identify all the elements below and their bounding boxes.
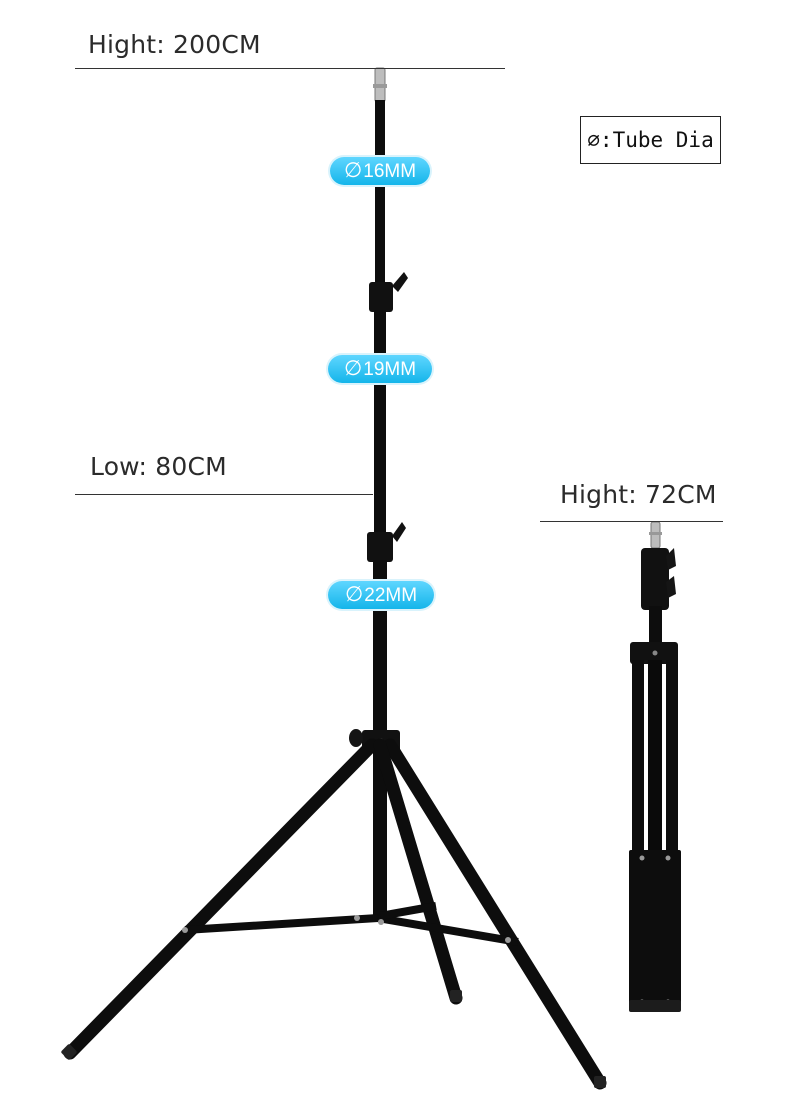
tube-diameter-badge-top: ∅16MM <box>330 157 430 185</box>
folded-height-rule <box>540 521 723 522</box>
max-height-label: Hight: 200CM <box>88 30 261 59</box>
diameter-symbol-icon: ∅ <box>343 159 363 182</box>
min-height-label: Low: 80CM <box>90 452 227 481</box>
diameter-symbol-icon: ∅ <box>344 583 364 606</box>
folded-light-stand <box>629 521 681 1012</box>
diameter-value: 19MM <box>363 359 417 380</box>
folded-height-label: Hight: 72CM <box>560 480 717 509</box>
max-height-rule <box>75 68 505 69</box>
diameter-value: 22MM <box>364 585 418 606</box>
tube-diameter-badge-middle: ∅19MM <box>328 355 432 383</box>
tube-diameter-badge-bottom: ∅22MM <box>328 581 434 609</box>
extended-light-stand <box>61 67 607 1090</box>
diameter-value: 16MM <box>363 161 417 182</box>
min-height-rule <box>75 494 373 495</box>
tube-diameter-legend: ∅:Tube Dia <box>580 116 721 164</box>
legend-text: :Tube Dia <box>599 128 714 152</box>
diameter-symbol-icon: ∅ <box>343 357 363 380</box>
diameter-symbol-icon: ∅ <box>587 128 600 152</box>
